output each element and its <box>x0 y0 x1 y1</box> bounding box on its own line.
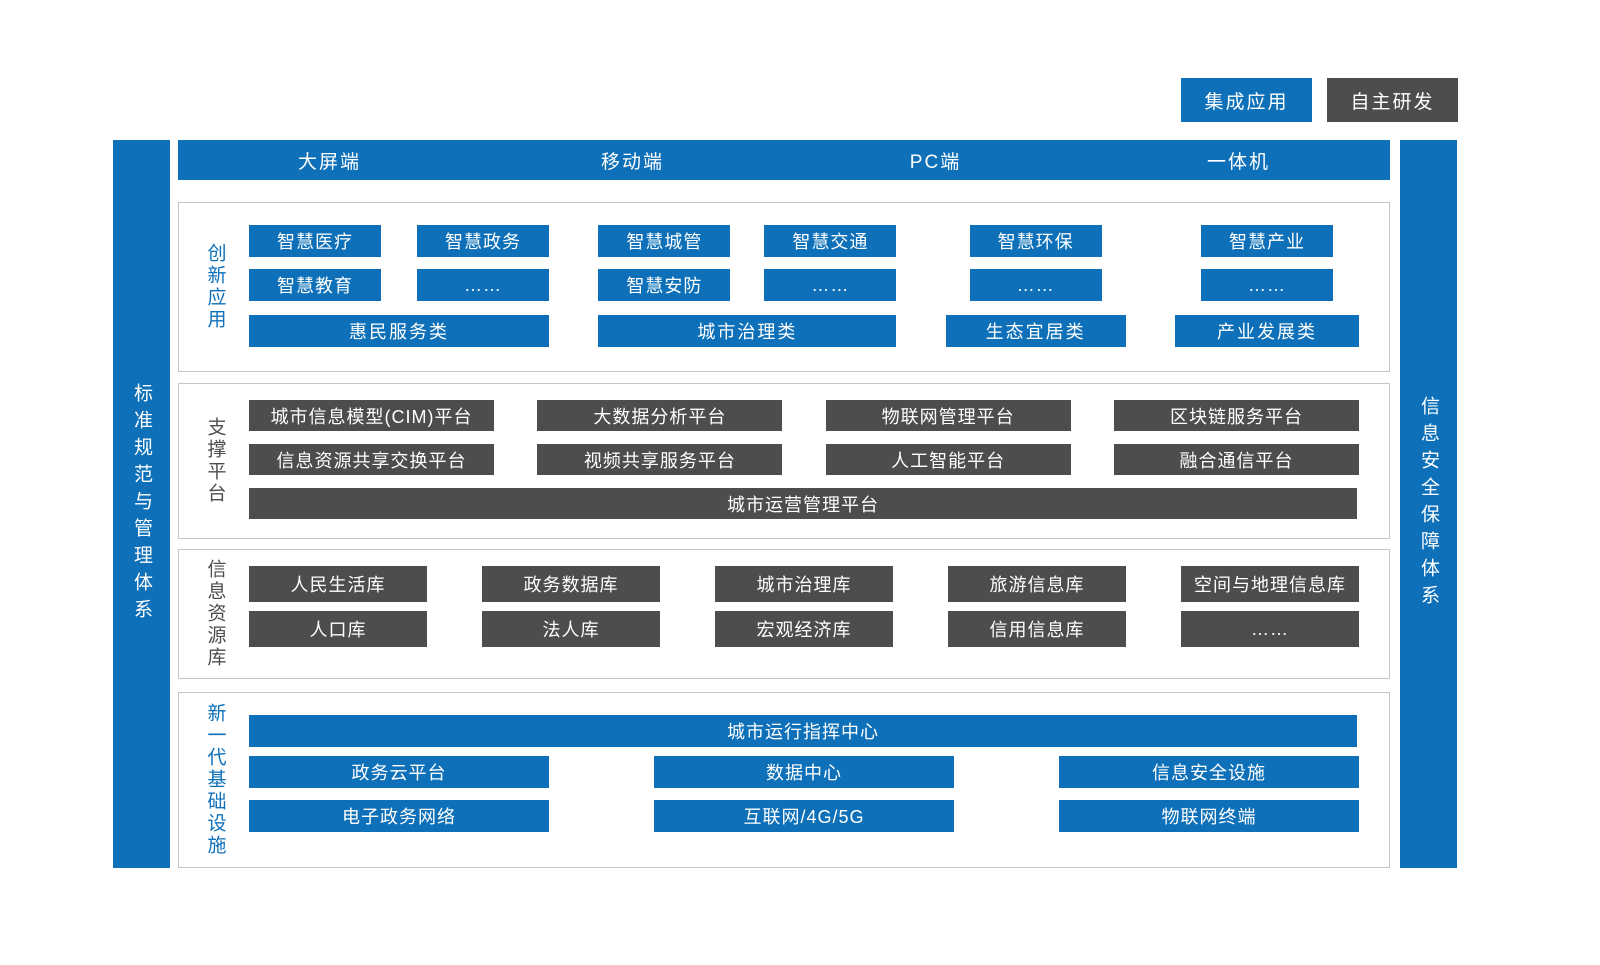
terminal-all-in-one: 一体机 <box>1206 151 1270 173</box>
section-label-support: 支撑平台 <box>204 417 226 505</box>
box-city-operation-platform: 城市运营管理平台 <box>249 488 1357 519</box>
innovation-groups: 智慧医疗 智慧政务 智慧教育 …… 惠民服务类 智慧城管 智慧交通 <box>249 225 1359 347</box>
box-iot-management-platform: 物联网管理平台 <box>825 400 1071 431</box>
box-tourism-db: 旅游信息库 <box>948 566 1126 602</box>
box-smart-healthcare: 智慧医疗 <box>249 225 381 257</box>
box-smart-city-management: 智慧城管 <box>598 225 731 257</box>
section-label-innovation: 创新应用 <box>204 243 226 331</box>
group-city-governance: 智慧城管 智慧交通 智慧安防 …… 城市治理类 <box>598 225 897 347</box>
box-city-operation-command-center: 城市运行指挥中心 <box>249 715 1357 747</box>
category-eco-livable: 生态宜居类 <box>945 315 1126 347</box>
legend-integrated-application: 集成应用 <box>1181 78 1312 122</box>
box-gov-cloud-platform: 政务云平台 <box>249 756 549 788</box>
terminal-pc: PC端 <box>909 151 962 173</box>
box-smart-transport: 智慧交通 <box>764 225 897 257</box>
group-eco-livable: 智慧环保 …… 生态宜居类 <box>945 225 1126 347</box>
ellipsis-box: …… <box>969 269 1102 301</box>
box-cim-platform: 城市信息模型(CIM)平台 <box>249 400 494 431</box>
box-video-sharing-platform: 视频共享服务平台 <box>537 444 783 475</box>
security-assurance-rail: 信息安全保障体系 <box>1400 140 1457 868</box>
box-info-security-facilities: 信息安全设施 <box>1059 756 1359 788</box>
category-citizen-service: 惠民服务类 <box>249 315 549 347</box>
security-assurance-rail-label: 信息安全保障体系 <box>1418 396 1439 612</box>
box-e-gov-network: 电子政务网络 <box>249 800 549 832</box>
terminal-bar: 大屏端 移动端 PC端 一体机 <box>178 140 1390 180</box>
ellipsis-box: …… <box>764 269 897 301</box>
group-industry-development: 智慧产业 …… 产业发展类 <box>1174 225 1359 347</box>
box-smart-security: 智慧安防 <box>598 269 731 301</box>
box-government-db: 政务数据库 <box>482 566 660 602</box>
box-people-life-db: 人民生活库 <box>249 566 427 602</box>
box-big-data-platform: 大数据分析平台 <box>537 400 783 431</box>
standards-management-rail-label: 标准规范与管理体系 <box>131 382 152 626</box>
box-blockchain-platform: 区块链服务平台 <box>1113 400 1359 431</box>
ellipsis-box: …… <box>1200 269 1333 301</box>
section-innovation-applications: 创新应用 智慧医疗 智慧政务 智慧教育 …… 惠民服务类 智慧城管 <box>178 202 1390 372</box>
box-credit-db: 信用信息库 <box>948 611 1126 647</box>
box-ai-platform: 人工智能平台 <box>825 444 1071 475</box>
terminal-large-screen: 大屏端 <box>297 151 361 173</box>
box-iot-terminals: 物联网终端 <box>1059 800 1359 832</box>
section-infrastructure: 新一代基础设施 城市运行指挥中心 政务云平台 数据中心 信息安全设施 电子政务网… <box>178 692 1390 868</box>
box-geospatial-db: 空间与地理信息库 <box>1181 566 1359 602</box>
box-internet-4g-5g: 互联网/4G/5G <box>654 800 954 832</box>
box-smart-industry: 智慧产业 <box>1200 225 1333 257</box>
group-citizen-service: 智慧医疗 智慧政务 智慧教育 …… 惠民服务类 <box>249 225 549 347</box>
legend: 集成应用 自主研发 <box>1181 78 1458 122</box>
ellipsis-box: …… <box>1181 611 1359 647</box>
section-support-platforms: 支撑平台 城市信息模型(CIM)平台 大数据分析平台 物联网管理平台 区块链服务… <box>178 383 1390 539</box>
legend-self-developed: 自主研发 <box>1327 78 1458 122</box>
diagram-content: 大屏端 移动端 PC端 一体机 创新应用 智慧医疗 智慧政务 智慧教育 …… <box>178 140 1390 868</box>
category-city-governance: 城市治理类 <box>598 315 897 347</box>
box-macro-economy-db: 宏观经济库 <box>715 611 893 647</box>
terminal-mobile: 移动端 <box>600 151 664 173</box>
section-info-resource-databases: 信息资源库 人民生活库 政务数据库 城市治理库 旅游信息库 空间与地理信息库 人… <box>178 549 1390 679</box>
box-legal-entity-db: 法人库 <box>482 611 660 647</box>
section-label-infrastructure: 新一代基础设施 <box>204 703 226 857</box>
box-smart-education: 智慧教育 <box>249 269 381 301</box>
box-smart-government: 智慧政务 <box>417 225 549 257</box>
box-converged-comm-platform: 融合通信平台 <box>1113 444 1359 475</box>
section-label-resources: 信息资源库 <box>204 559 226 669</box>
box-city-governance-db: 城市治理库 <box>715 566 893 602</box>
box-info-sharing-platform: 信息资源共享交换平台 <box>249 444 494 475</box>
ellipsis-box: …… <box>417 269 549 301</box>
box-smart-environment: 智慧环保 <box>969 225 1102 257</box>
box-population-db: 人口库 <box>249 611 427 647</box>
box-data-center: 数据中心 <box>654 756 954 788</box>
category-industry-development: 产业发展类 <box>1174 315 1359 347</box>
standards-management-rail: 标准规范与管理体系 <box>113 140 170 868</box>
